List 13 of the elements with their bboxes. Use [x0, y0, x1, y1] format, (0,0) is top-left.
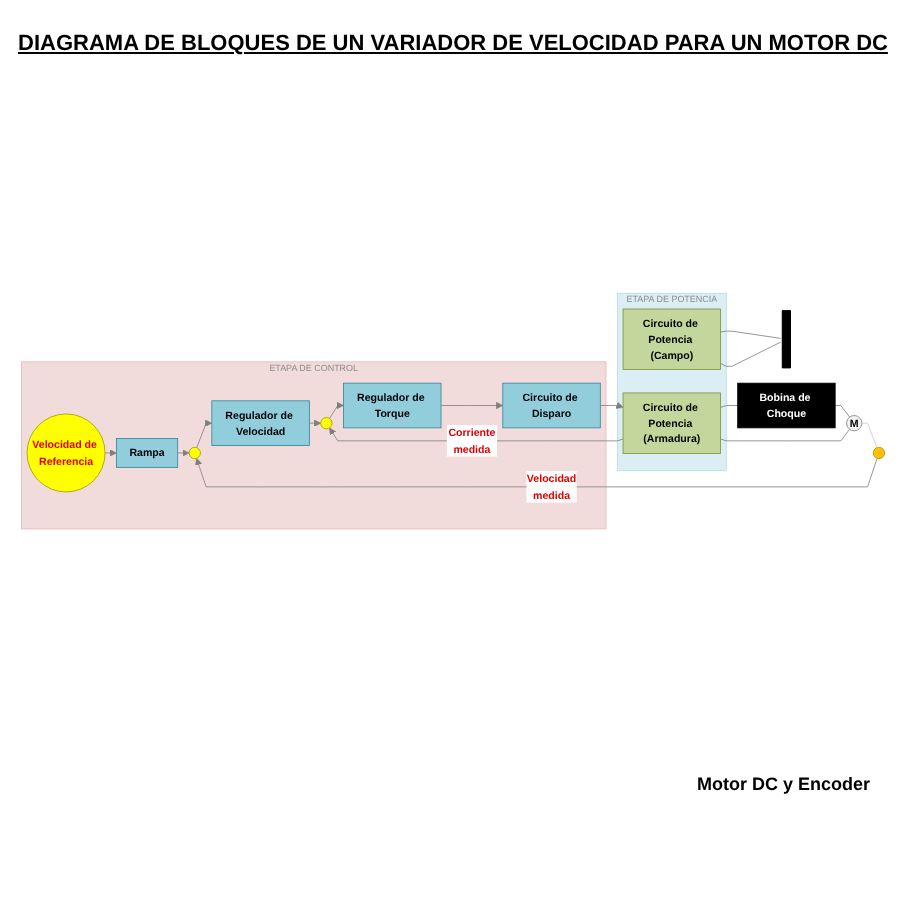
node-circle	[188, 447, 201, 460]
connector	[720, 406, 739, 409]
connector	[720, 331, 782, 340]
arrow	[104, 450, 117, 458]
node-circle	[320, 418, 333, 431]
connector	[834, 406, 850, 419]
arrow	[177, 450, 190, 458]
connector	[720, 429, 850, 443]
connector	[720, 342, 782, 368]
node-circle	[872, 447, 886, 460]
motor-caption: Motor DC y Encoder	[696, 774, 870, 794]
diagram-title: DIAGRAMA DE BLOQUES DE UN VARIADOR DE VELOCIDAD PARA UN MOTOR DC	[16, 32, 890, 56]
connector	[861, 423, 878, 449]
